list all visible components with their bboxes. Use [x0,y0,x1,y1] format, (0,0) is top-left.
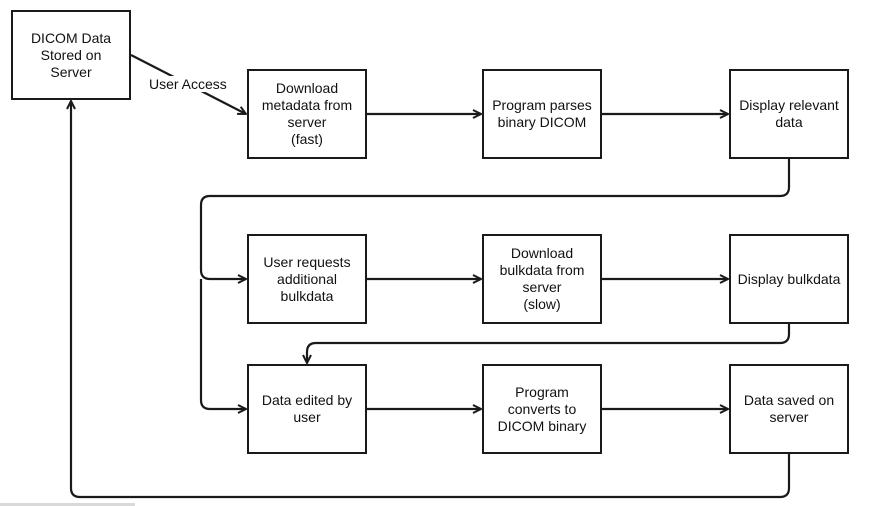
dicom-server-label: DICOM Data Stored on Server [30,29,112,80]
data-saved-box: Data saved on server [729,364,849,454]
display-bulkdata-box: Display bulkdata [729,234,849,324]
parse-binary-label: Program parses binary DICOM [492,97,592,130]
parse-binary-box: Program parses binary DICOM [482,69,602,159]
arrow-save-to-source [71,101,791,499]
data-saved-label: Data saved on server [743,392,835,425]
arrow-display-to-edit [199,279,246,409]
data-edited-box: Data edited by user [247,364,367,454]
arrow-display-bulk-to-edit [307,324,791,363]
download-bulkdata-box: Download bulkdata from server (slow) [482,234,602,324]
bottom-divider [0,503,135,506]
user-requests-box: User requests additional bulkdata [247,234,367,324]
arrow-display-to-requests [199,159,791,279]
download-metadata-box: Download metadata from server (fast) [247,69,367,159]
display-relevant-label: Display relevant data [739,97,839,130]
display-relevant-box: Display relevant data [729,69,849,159]
download-bulkdata-label: Download bulkdata from server (slow) [499,245,585,312]
user-access-label: User Access [148,76,228,92]
convert-binary-box: Program converts to DICOM binary [482,364,602,454]
data-edited-label: Data edited by user [261,392,353,425]
convert-binary-label: Program converts to DICOM binary [497,383,587,434]
dicom-server-box: DICOM Data Stored on Server [11,10,131,100]
download-metadata-label: Download metadata from server (fast) [261,80,353,147]
user-requests-label: User requests additional bulkdata [263,253,351,304]
display-bulkdata-label: Display bulkdata [737,270,841,287]
